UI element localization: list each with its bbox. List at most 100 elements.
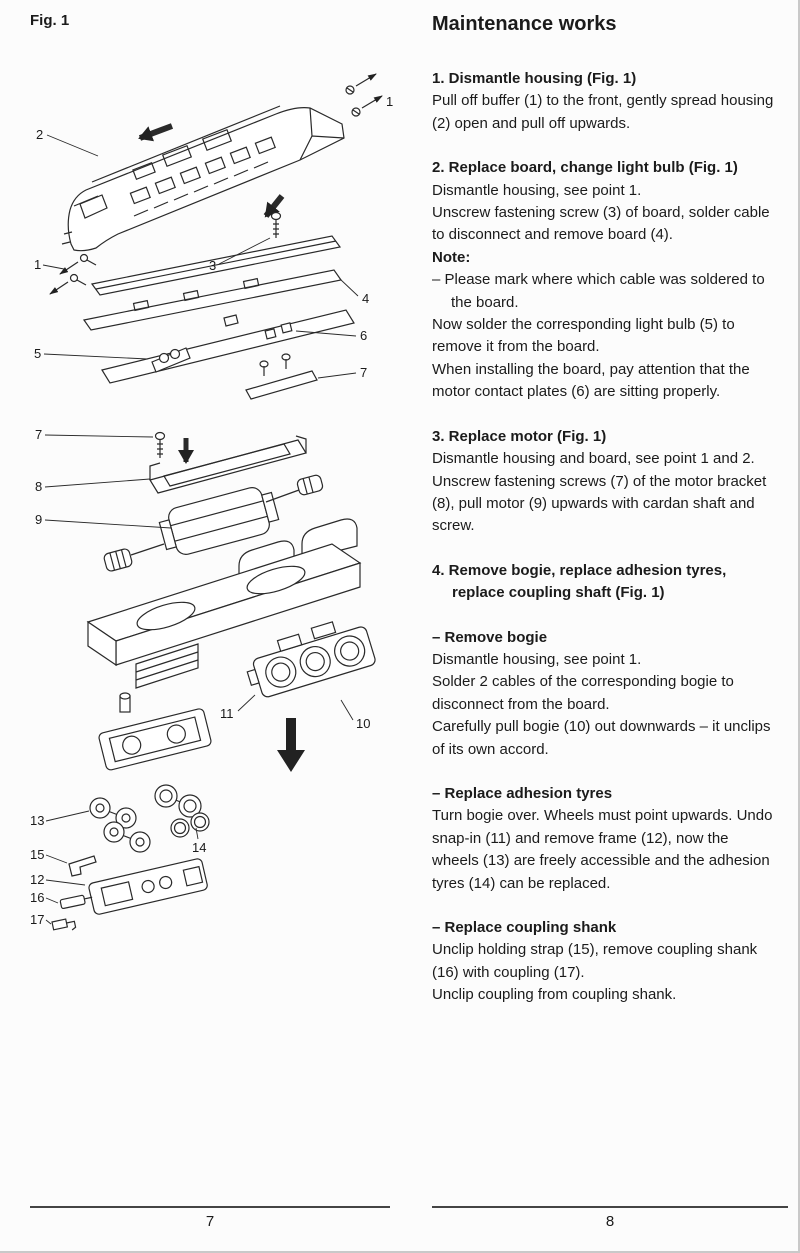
paragraph: Pull off buffer (1) to the front, gently…	[432, 92, 774, 132]
bogie-frame-flipped	[98, 692, 212, 771]
buffer-parts	[49, 253, 97, 295]
paragraph: Dismantle housing and board, see point 1…	[432, 450, 755, 468]
callout-label: 8	[35, 479, 42, 494]
exploded-diagram: 1 2 1 3 4 5 6 7 7 8 9 11 10 13 14 15 12 …	[30, 73, 393, 931]
footer-left: 7	[30, 1206, 390, 1230]
note-item: – Please mark where which cable was sold…	[432, 271, 765, 311]
paragraph: Dismantle housing, see point 1.	[432, 650, 642, 668]
bogie	[246, 621, 376, 698]
grille-lines	[133, 161, 269, 217]
cardan-coupler-right	[296, 474, 324, 496]
leader-line	[45, 854, 68, 864]
cardan-coupler-left	[103, 548, 133, 572]
snap-in-11	[246, 668, 260, 687]
section-heading: 3. Replace motor (Fig. 1)	[432, 427, 607, 445]
callout-label: 11	[220, 706, 234, 721]
leader-line	[45, 879, 86, 886]
coupling	[51, 918, 77, 931]
leader-line	[43, 353, 149, 360]
callout-label: 7	[360, 365, 367, 380]
leader-line	[42, 264, 65, 270]
leader-line	[44, 434, 154, 438]
callout-label: 17	[30, 912, 44, 927]
paragraph: Unclip holding strap (15), remove coupli…	[432, 941, 758, 981]
leader-line	[317, 372, 357, 379]
callout-label: 1	[386, 94, 393, 109]
pull-down-arrow	[277, 718, 305, 772]
callout-label: 6	[360, 328, 367, 343]
sub-heading: – Replace adhesion tyres	[432, 784, 613, 802]
section-heading: 4. Remove bogie, replace adhesion tyres,…	[432, 561, 727, 602]
direction-arrows	[138, 123, 285, 218]
paragraph: Turn bogie over. Wheels must point upwar…	[432, 807, 773, 892]
side-windows	[129, 136, 276, 205]
callout-label: 12	[30, 872, 44, 887]
paragraph: Carefully pull bogie (10) out downwards …	[432, 718, 771, 758]
paragraph: When installing the board, pay attention…	[432, 360, 750, 401]
front-buffers	[61, 231, 73, 245]
chassis-top-plate	[90, 235, 342, 296]
leader-line	[46, 134, 99, 157]
coupling-shank	[59, 894, 93, 910]
light-board-5	[101, 309, 355, 384]
figure-label: Fig. 1	[30, 12, 70, 29]
fastening-screw-3	[270, 211, 282, 238]
callout-label: 13	[30, 813, 44, 828]
callout-label: 1	[34, 257, 41, 272]
callouts: 1 2 1 3 4 5 6 7 7 8 9 11 10 13 14 15 12 …	[30, 94, 393, 927]
leader-line	[340, 699, 354, 721]
callout-label: 15	[30, 847, 44, 862]
leader-line	[44, 519, 172, 529]
callout-label: 14	[192, 840, 206, 855]
footer-right: 8	[432, 1206, 788, 1230]
leader-lines	[42, 134, 359, 925]
motor-contacts-6	[264, 322, 293, 340]
leader-line	[237, 694, 256, 712]
section-heading: 1. Dismantle housing (Fig. 1)	[432, 70, 637, 87]
leader-line	[218, 237, 271, 265]
paragraph: Unscrew fastening screws (7) of the moto…	[432, 472, 767, 535]
paragraph: Now solder the corresponding light bulb …	[432, 316, 735, 356]
cardan-shaft-left	[130, 543, 165, 556]
motor-bracket	[149, 435, 307, 494]
leader-line	[45, 897, 59, 904]
callout-label: 4	[362, 291, 369, 306]
page-number-right: 8	[605, 1213, 615, 1230]
rear-face	[299, 107, 345, 161]
callout-label: 5	[34, 346, 41, 361]
housing-screws	[345, 73, 383, 117]
paragraph: Unscrew fastening screw (3) of board, so…	[432, 204, 770, 244]
leader-line	[44, 478, 151, 488]
bogie-bottom-frame	[88, 858, 208, 915]
leader-line	[45, 810, 90, 822]
page-title: Maintenance works	[432, 13, 617, 35]
callout-label: 2	[36, 127, 43, 142]
paragraph: Solder 2 cables of the corresponding bog…	[432, 673, 734, 713]
housing-shell	[61, 105, 345, 252]
adhesion-tyres	[154, 784, 210, 838]
retainer-plate	[245, 353, 318, 400]
leader-line	[295, 330, 357, 337]
holding-strap	[68, 855, 97, 877]
callout-label: 3	[209, 258, 216, 273]
leader-line	[195, 827, 199, 840]
motor	[103, 474, 324, 572]
paragraph: Unclip coupling from coupling shank.	[432, 986, 677, 1004]
callout-label: 16	[30, 890, 44, 905]
page-number-left: 7	[205, 1213, 215, 1230]
leader-line	[339, 278, 359, 297]
sub-heading: – Remove bogie	[432, 628, 548, 646]
section-heading: 2. Replace board, change light bulb (Fig…	[432, 159, 738, 177]
windshield	[79, 194, 108, 219]
maintenance-column: Maintenance works 1. Dismantle housing (…	[432, 12, 778, 1007]
roof-hatches	[132, 128, 233, 181]
chassis-frame	[86, 543, 362, 689]
sub-heading: – Replace coupling shank	[432, 919, 617, 936]
callout-label: 9	[35, 512, 42, 527]
callout-label: 7	[35, 427, 42, 442]
callout-label: 10	[356, 716, 370, 731]
fastening-screw-7	[154, 431, 166, 458]
leader-line	[45, 919, 52, 925]
note-heading: Note:	[432, 248, 471, 266]
